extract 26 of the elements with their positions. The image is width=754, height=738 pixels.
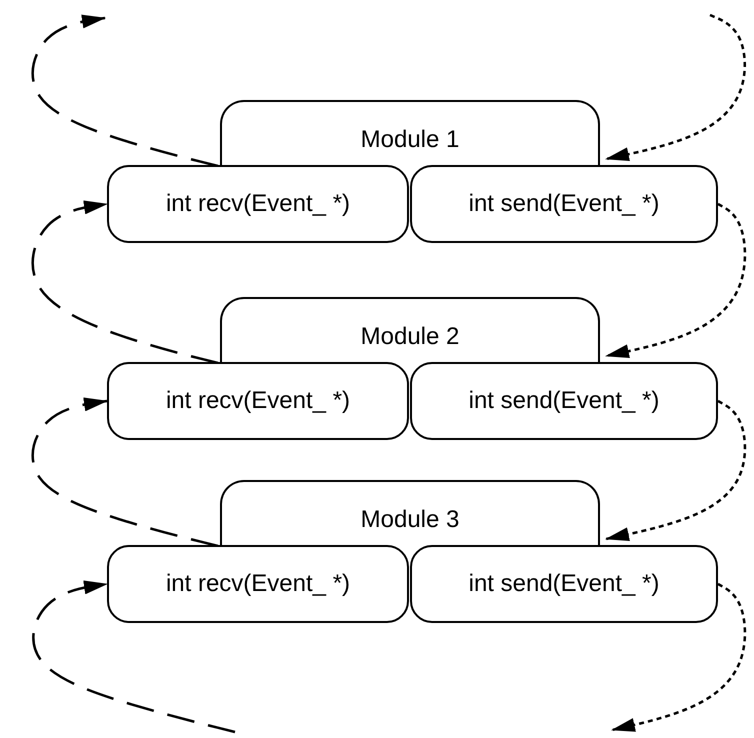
module-box: [220, 100, 600, 165]
module-box: [220, 480, 600, 545]
module-box: [220, 297, 600, 362]
function-box: [107, 362, 409, 440]
node-label: int send(Event_ *): [468, 190, 660, 218]
function-box: [410, 545, 718, 623]
function-box: [107, 165, 409, 243]
arrow: [32, 580, 236, 734]
node-label: int send(Event_ *): [468, 387, 660, 415]
node-label: Module 2: [360, 323, 460, 351]
node-label: int recv(Event_ *): [166, 190, 350, 218]
arrow: [32, 200, 218, 364]
arrow: [32, 14, 218, 168]
node-label: int recv(Event_ *): [166, 570, 350, 598]
node-label: Module 1: [360, 126, 460, 154]
node-label: int recv(Event_ *): [166, 387, 350, 415]
arrow: [605, 400, 746, 542]
node-label: int send(Event_ *): [468, 570, 660, 598]
arrow: [605, 202, 746, 358]
function-box: [410, 362, 718, 440]
function-box: [410, 165, 718, 243]
arrow: [605, 14, 746, 162]
arrow: [611, 582, 746, 732]
function-box: [107, 545, 409, 623]
node-label: Module 3: [360, 506, 460, 534]
arrow: [32, 397, 218, 548]
